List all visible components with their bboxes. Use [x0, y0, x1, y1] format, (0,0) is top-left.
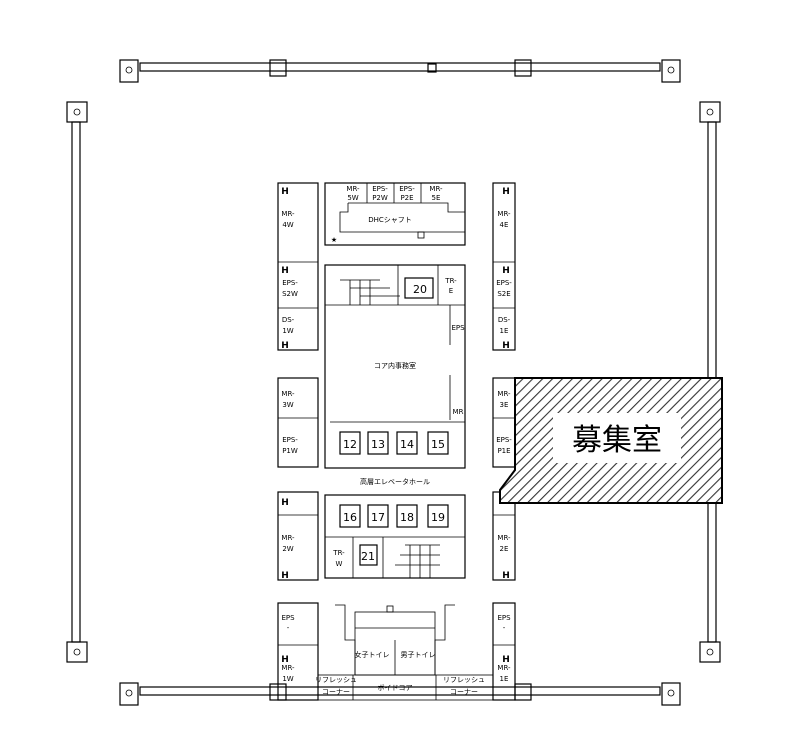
plan-label: EPS — [281, 614, 295, 622]
core-office-block: 20 TR- E EPS コア内事務室 MR 12 13 14 15 — [324, 264, 466, 469]
plan-label: EPS- — [372, 185, 388, 193]
plan-label: MR- — [346, 185, 360, 193]
plan-label: 15 — [431, 438, 445, 451]
elevator-13: 13 — [367, 431, 389, 455]
plan-label: S2E — [497, 290, 510, 298]
core-office-label: コア内事務室 — [374, 361, 416, 370]
plan-label: H — [502, 341, 510, 351]
plan-label: 1E — [500, 675, 509, 683]
plan-label: 4W — [282, 221, 293, 229]
plan-label: 3W — [282, 401, 293, 409]
recruitment-room-label: 募集室 — [572, 423, 662, 458]
plan-label: 13 — [371, 438, 385, 451]
plan-label: H — [281, 498, 289, 508]
dhc-shaft-label: DHCシャフト — [368, 216, 412, 224]
elevator-18: 18 — [396, 504, 418, 528]
plan-label: P1W — [282, 447, 298, 455]
plan-label: コーナー — [450, 688, 478, 696]
plan-label: リフレッシュ — [443, 676, 485, 684]
star-icon: ★ — [331, 236, 337, 244]
plan-label: - — [503, 624, 506, 632]
elevator-12: 12 — [339, 431, 361, 455]
plan-label: MR- — [497, 534, 511, 542]
plan-label: 14 — [400, 438, 414, 451]
right-shaft-strip: H H H H H MR-4E EPS-S2E DS-1E MR-3E EPS-… — [492, 182, 516, 701]
plan-label: TR- — [444, 277, 457, 285]
plan-label: - — [287, 624, 290, 632]
plan-label: MR- — [497, 390, 511, 398]
plan-label: P2E — [400, 194, 413, 202]
plan-label: E — [449, 287, 453, 295]
plan-label: 3E — [500, 401, 509, 409]
plan-label: 男子トイレ — [401, 651, 436, 659]
elevator-15: 15 — [427, 431, 449, 455]
plan-label: H — [281, 266, 289, 276]
plan-label: EPS- — [282, 279, 298, 287]
plan-label: MR- — [497, 210, 511, 218]
plan-label: EPS- — [496, 436, 512, 444]
plan-label: H — [281, 655, 289, 665]
plan-label: コーナー — [322, 688, 350, 696]
plan-label: 21 — [361, 550, 375, 563]
plan-label: 1W — [282, 675, 293, 683]
lower-elevator-block: 16 17 18 19 TR- W 21 — [324, 494, 466, 579]
plan-label: H — [281, 571, 289, 581]
plan-label: EPS- — [496, 279, 512, 287]
plan-label: H — [281, 341, 289, 351]
plan-label: MR- — [281, 390, 295, 398]
plan-label: 12 — [343, 438, 357, 451]
plan-label: 1E — [500, 327, 509, 335]
plan-label: EPS- — [399, 185, 415, 193]
plan-label: TR- — [332, 549, 345, 557]
elevator-17: 17 — [367, 504, 389, 528]
plan-label: MR- — [281, 664, 295, 672]
plan-label: H — [502, 571, 510, 581]
plan-label: H — [502, 187, 510, 197]
plan-label: 女子トイレ — [355, 650, 390, 659]
plan-label: MR — [453, 408, 464, 416]
plan-label: DS- — [282, 316, 295, 324]
plan-label: H — [502, 655, 510, 665]
plan-label: 5E — [432, 194, 441, 202]
plan-label: EPS — [451, 324, 465, 332]
plan-label: 17 — [371, 511, 385, 524]
plan-label: 19 — [431, 511, 445, 524]
void-core-label: ボイドコア — [378, 684, 413, 692]
elevator-16: 16 — [339, 504, 361, 528]
plan-label: H — [281, 187, 289, 197]
plan-label: 20 — [413, 283, 427, 296]
plan-label: 2E — [500, 545, 509, 553]
plan-label: 4E — [500, 221, 509, 229]
plan-label: MR- — [281, 210, 295, 218]
plan-label: P1E — [497, 447, 510, 455]
plan-label: 5W — [347, 194, 358, 202]
plan-label: MR- — [497, 664, 511, 672]
plan-label: 18 — [400, 511, 414, 524]
plan-label: 1W — [282, 327, 293, 335]
plan-label: EPS — [497, 614, 511, 622]
plan-label: 2W — [282, 545, 293, 553]
plan-label: S2W — [282, 290, 298, 298]
plan-label: リフレッシュ — [315, 676, 357, 684]
elevator-19: 19 — [427, 504, 449, 528]
plan-label: W — [336, 560, 343, 568]
left-shaft-strip: H H H H H H MR-4W EPS-S2W DS-1W MR-3W EP… — [277, 182, 319, 701]
plan-label: EPS- — [282, 436, 298, 444]
plan-label: 16 — [343, 511, 357, 524]
plan-label: P2W — [372, 194, 388, 202]
plan-label: MR- — [429, 185, 443, 193]
recruitment-room[interactable]: 募集室 — [499, 377, 723, 504]
toilet-block: 女子トイレ 男子トイレ ボイドコア リフレッシュ コーナー リフレッシュ コーナ… — [315, 604, 494, 701]
elevator-hall-label: 高層エレベータホール — [360, 477, 430, 486]
plan-label: DS- — [498, 316, 511, 324]
plan-label: MR- — [281, 534, 295, 542]
top-shaft-block: MR-5W EPS-P2W EPS-P2E MR-5E DHCシャフト ★ — [324, 182, 466, 246]
plan-label: H — [502, 266, 510, 276]
elevator-14: 14 — [396, 431, 418, 455]
